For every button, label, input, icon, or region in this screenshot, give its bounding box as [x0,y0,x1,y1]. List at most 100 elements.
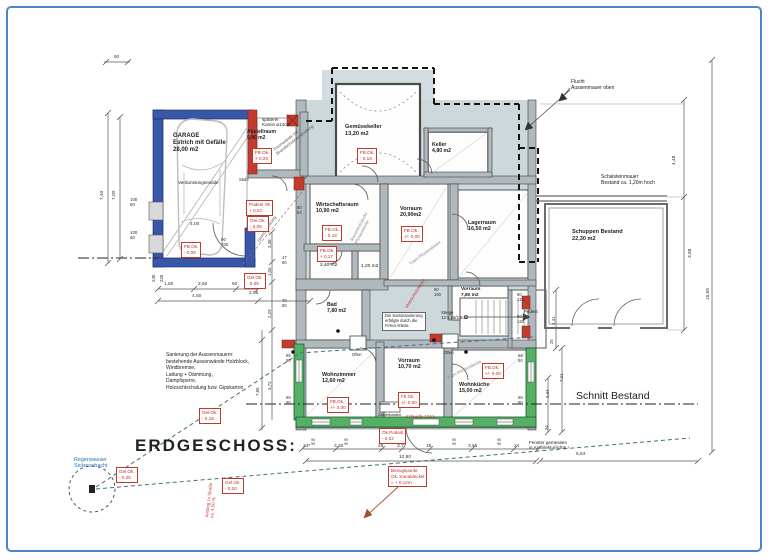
level-gel-20: Gel.Ok. - 0,20 [222,478,244,494]
room-label-vorraum-og: Vorraum 20,90m2 [400,206,422,219]
plan-path [451,363,469,381]
plan-path [339,152,417,173]
plan-shape [334,82,422,182]
plan-line [95,437,691,490]
plan-shape [570,325,598,330]
dim: 68 90 [518,353,523,363]
plan-shape [521,325,531,339]
plan-shape [412,418,440,426]
plan-shape [247,109,258,175]
dim: 2,41 [551,316,556,325]
dim: 3,94 [545,389,550,398]
dim-tick [104,109,112,117]
dim: 3,72 [267,381,272,390]
dim: 15 [426,444,432,449]
dim-tick [544,374,552,382]
plan-line [457,191,529,279]
note-schalsteinmauer: Schalsteinmauer Bestand ca. 1,20m hoch [601,174,655,186]
dim-tick [694,457,702,465]
dim: 90 90 [311,438,316,447]
room-label-gemuesekeller: Gemüsekeller 13,20 m2 [345,124,382,137]
dim: 90 90 [344,438,349,447]
dim-tick [306,297,314,305]
level-wohnkueche: FB.Ok. +/- 0,00 [482,363,504,379]
note-flucht: Flucht Aussenmauer oben [571,79,615,91]
plan-shape [548,207,664,325]
dim-tick [680,193,688,201]
plan-path [451,213,469,231]
dim: 6,63 [576,452,586,457]
dim: 90 160 [434,287,441,297]
plan-circle [463,314,468,319]
level-wohnzimmer: FB.Ok. +/- 0,00 [327,397,349,413]
note-kaminsanierung: Die Kaminsanierung erfolgte durch die Fi… [382,312,426,331]
plan-shape [351,250,359,280]
dim: 34 [544,425,549,430]
room-label-vorraum-mitte: Vorraum 7,80 m2 [461,287,481,298]
dim: 240 [151,274,156,282]
note-massivholzdecke: Massivholzdecke [404,277,426,309]
dim: 3,65 [468,444,478,449]
dim: 3,30 [334,444,344,449]
dim-tick [426,445,434,453]
level-wirtschaftsraum: FB.Ok. - 0,18 [322,225,343,241]
dim-tick [102,58,110,66]
dim-tick [532,457,540,465]
room-label-bad: Bad 7,80 m2 [327,302,347,315]
room-label-lagerraum: Lagerraum 16,50 m2 [468,220,496,233]
plan-path [180,218,221,225]
dim-tick [116,255,124,263]
dim: 4,48 [672,155,677,165]
plan-circle [432,338,436,342]
dim: 24 [514,444,520,449]
note-fenster: Fenster gemessen in Architekturlichte ! [529,440,569,451]
plan-circle [68,465,116,513]
dim: 60 54 [297,205,302,215]
dim-tick [398,445,406,453]
note-bezugspunkt: Bezugspunkt Ok. Kanaldeckel = + 0,12m [388,466,428,488]
level-podest: Podest Ok + 0,02 [246,200,274,216]
dim: 90 90 [452,438,457,447]
note-massivholzdecke-2: Massivholzdecke Pfostendecke [349,211,370,245]
room-label-wohnzimmer: Wohnzimmer 12,60 m2 [322,372,356,385]
ofen-label: Ofen [352,352,362,357]
dim: 25 [549,339,554,344]
dim-tick [558,344,566,352]
plan-shape [527,99,537,431]
dim-tick [510,445,518,453]
plan-path [181,162,223,171]
note-kamin: späterer Kamin ø14cm [262,117,291,128]
plan-line [166,131,252,257]
plan-shape [295,99,307,431]
note-sanierung: Sanierung der Aussenmauern: bestehende A… [166,352,250,391]
plan-shape [148,201,164,221]
dim-tick [258,424,266,432]
note-tram-pfostendecke: Tram-Pfostendecke [446,358,483,381]
dim-tick [332,445,340,453]
level-abstellraum: FB.Ok. + 0,25 [252,148,273,164]
podest-label: Podest [524,309,538,314]
dim: 1,50 [164,282,174,287]
plan-shape [441,333,459,349]
dim: 2,65 [249,291,259,296]
dim-tick [154,285,162,293]
dim: 4,50 [192,294,202,299]
plan-line [162,127,248,253]
dim: 1,06 [267,267,272,276]
dim-tick [552,286,560,294]
plan-line [239,191,303,269]
note-schwelle: Schwelle 12cm [406,414,435,419]
dim: 10,80 [399,455,412,460]
ofen-label: Ofen [444,350,454,355]
dim: 7,40 [100,190,105,200]
plan-path [359,347,377,365]
room-label-wirtschaftsraum: Wirtschaftsraum 10,90 m2 [316,202,359,215]
dim: 2,50 [198,282,208,287]
page-title: ERDGESCHOSS: [135,436,297,455]
plan-shape [612,325,640,330]
dim: 100 60 [130,197,138,208]
dim-tick [534,445,542,453]
plan-shape [299,111,309,177]
dim-tick [258,336,266,344]
